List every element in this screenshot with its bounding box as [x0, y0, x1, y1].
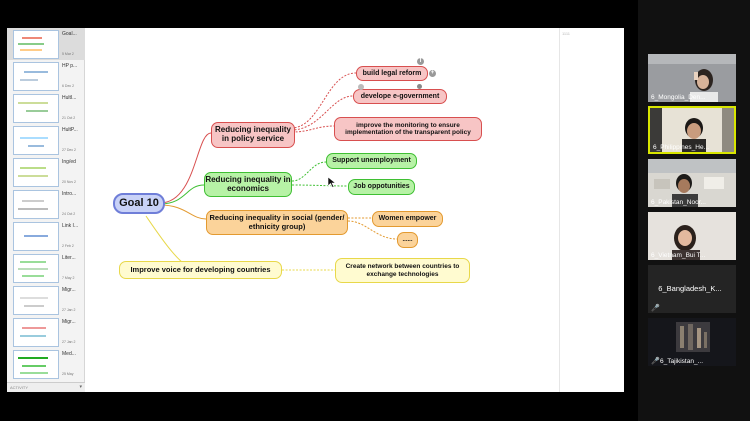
more-node[interactable]: ...... [397, 232, 418, 248]
participant-tile[interactable]: 6_Vietnam_Bui T... [648, 212, 736, 260]
participant-tile[interactable]: 6_Mongolia_Den... [648, 54, 736, 102]
map-thumbnail-title: HP p... [62, 63, 78, 69]
map-thumbnail-image [13, 126, 59, 155]
map-thumbnail-date: 20 Nov 2 [62, 180, 77, 184]
participants-panel: 6_Mongolia_Den... 6_Philippines_He... 6_… [638, 0, 750, 421]
map-thumbnail-image [13, 190, 59, 219]
participant-video [648, 318, 736, 366]
policy-service-node[interactable]: Reducing inequality in policy service [211, 122, 295, 148]
participant-tile[interactable]: 🎤 6_Tajikistan_... [648, 318, 736, 366]
participant-video [648, 159, 736, 207]
participant-name: 6_Mongolia_Den... [651, 94, 706, 101]
mouse-cursor [327, 176, 337, 188]
map-list-sidebar: Goal... 5 Mar 2 HP p... 6 Dec 2 HultI...… [7, 28, 85, 392]
e-government-node[interactable]: develope e-government [353, 89, 447, 104]
map-thumbnail-image [13, 350, 59, 379]
map-thumbnail-date: 25 May [62, 372, 74, 376]
participant-name: 6_Vietnam_Bui T... [651, 252, 706, 259]
sidebar-footer: ACTIVITY ▾ [7, 382, 85, 392]
improve-voice-node[interactable]: Improve voice for developing countries [119, 261, 282, 279]
map-thumbnail-title: HultI... [62, 95, 77, 101]
map-thumbnail-item[interactable]: Goal... 5 Mar 2 [7, 28, 85, 60]
map-thumbnail-item[interactable]: Link I... 2 Feb 2 [7, 220, 85, 252]
map-thumbnail-image [13, 158, 59, 187]
map-thumbnail-date: 2 Feb 2 [62, 244, 74, 248]
map-thumbnail-title: Goal... [62, 31, 77, 37]
map-thumbnail-item[interactable]: HultP... 27 Dec 2 [7, 124, 85, 156]
map-thumbnail-title: HultP... [62, 127, 78, 133]
mic-muted-icon: 🎤 [651, 305, 660, 312]
legal-reform-node[interactable]: build legal reform [356, 66, 428, 81]
monitoring-node[interactable]: improve the monitoring to ensure impleme… [334, 117, 482, 141]
map-thumbnail-item[interactable]: Med... 25 May [7, 348, 85, 380]
map-thumbnail-title: Ing/ed [62, 159, 76, 165]
map-thumbnail-date: 5 Mar 2 [62, 52, 74, 56]
map-thumbnail-item[interactable]: Ing/ed 20 Nov 2 [7, 156, 85, 188]
map-thumbnail-title: Intro... [62, 191, 77, 197]
canvas-tag: 1111 [562, 31, 571, 36]
women-empower-node[interactable]: Women empower [372, 211, 443, 227]
map-thumbnail-date: 6 Dec 2 [62, 84, 75, 88]
map-thumbnail-date: 24 Oct 2 [62, 212, 76, 216]
participant-name: 6_Philippines_He... [653, 144, 710, 151]
map-thumbnail-title: Link I... [62, 223, 79, 229]
map-thumbnail-date: 21 Oct 2 [62, 116, 76, 120]
map-thumbnail-image [13, 94, 59, 123]
text-tool-icon[interactable]: T [417, 58, 424, 65]
map-thumbnail-image [13, 318, 59, 347]
map-thumbnail-item[interactable]: Migr... 27 Jan 2 [7, 316, 85, 348]
connector-handle-icon[interactable] [417, 84, 422, 89]
economics-node[interactable]: Reducing inequality in economics [204, 172, 292, 197]
participant-video [648, 54, 736, 102]
job-opportunities-node[interactable]: Job oppotunities [348, 179, 415, 195]
map-thumbnail-title: Liter... [62, 255, 76, 261]
participant-name: 6_Bangladesh_K... [658, 284, 722, 293]
create-network-node[interactable]: Create network between countries to exch… [335, 258, 470, 283]
map-thumbnail-image [13, 254, 59, 283]
map-thumbnail-title: Migr... [62, 319, 76, 325]
map-thumbnail-item[interactable]: HultI... 21 Oct 2 [7, 92, 85, 124]
root-node[interactable]: Goal 10 [113, 193, 165, 214]
participant-name: 6_Pakistan_Noor... [651, 199, 706, 206]
map-thumbnail-item[interactable]: Migr... 27 Jan 2 [7, 284, 85, 316]
participant-video [650, 108, 734, 152]
shared-screen: Goal... 5 Mar 2 HP p... 6 Dec 2 HultI...… [7, 28, 624, 392]
mic-muted-icon: 🎤 [651, 358, 660, 365]
participant-name: 6_Tajikistan_... [660, 358, 703, 365]
collapse-handle-icon[interactable] [358, 84, 364, 90]
mindmap-connectors [145, 72, 398, 271]
map-thumbnail-date: 27 Jan 2 [62, 308, 76, 312]
participant-tile-no-video[interactable]: 6_Bangladesh_K... 🎤 [648, 265, 736, 313]
map-thumbnail-image [13, 222, 59, 251]
map-thumbnail-item[interactable]: Intro... 24 Oct 2 [7, 188, 85, 220]
chevron-down-icon[interactable]: ▾ [79, 384, 82, 390]
support-unemployment-node[interactable]: Support unemployment [326, 153, 417, 169]
map-thumbnail-date: 27 Dec 2 [62, 148, 77, 152]
map-thumbnail-item[interactable]: Liter... 7 May 2 [7, 252, 85, 284]
participant-tile[interactable]: 6_Pakistan_Noor... [648, 159, 736, 207]
map-thumbnail-image [13, 286, 59, 315]
participant-tile-active[interactable]: 6_Philippines_He... [648, 106, 736, 154]
map-thumbnail-title: Med... [62, 351, 76, 357]
map-thumbnail-image [13, 62, 59, 91]
map-thumbnail-image [13, 30, 59, 59]
mindmap-canvas[interactable]: 1111 Goal 10 Reducing inequality in poli… [86, 28, 624, 392]
map-thumbnail-title: Migr... [62, 287, 76, 293]
social-inequality-node[interactable]: Reducing inequality in social (gender/ e… [206, 210, 348, 235]
canvas-divider [559, 28, 560, 392]
map-thumbnail-date: 7 May 2 [62, 276, 75, 280]
map-thumbnail-date: 27 Jan 2 [62, 340, 76, 344]
sidebar-footer-label: ACTIVITY [10, 385, 29, 390]
participant-video [648, 212, 736, 260]
map-thumbnail-item[interactable]: HP p... 6 Dec 2 [7, 60, 85, 92]
add-node-icon[interactable]: + [429, 70, 436, 77]
